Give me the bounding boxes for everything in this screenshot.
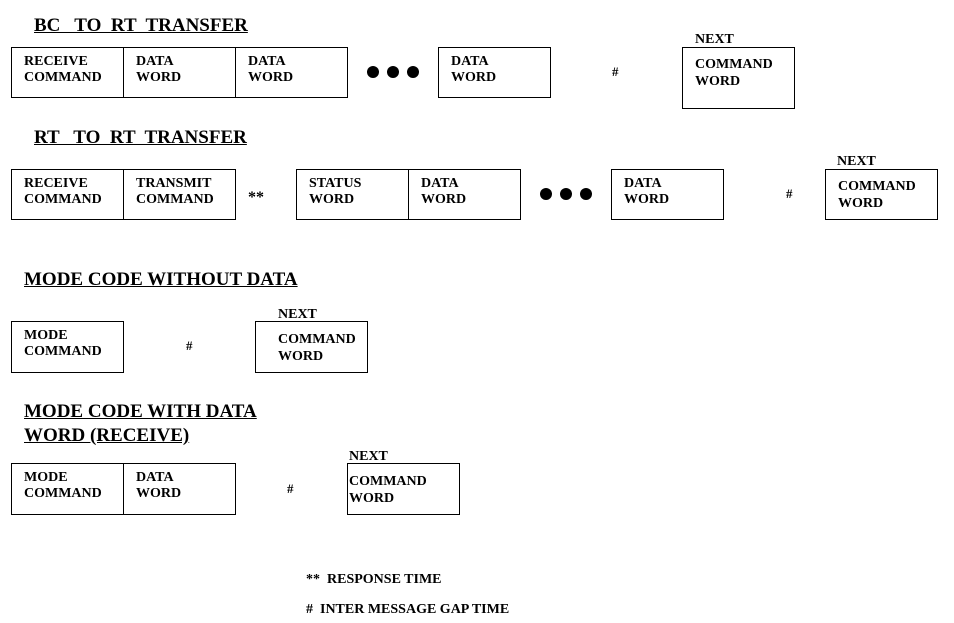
box-label-line1: COMMAND — [695, 57, 773, 72]
mode-with-data-next-command-word-box: COMMAND WORD — [347, 463, 460, 515]
gap-symbol: # — [186, 338, 193, 353]
mode-code-without-data-title: MODE CODE WITHOUT DATA — [24, 269, 298, 290]
box-label-line2: WORD — [278, 349, 324, 364]
next-label: NEXT — [695, 32, 734, 47]
dot — [540, 188, 552, 200]
bc-rt-data-word-box-1: DATA WORD — [123, 47, 236, 98]
box-label-line1: DATA — [451, 54, 489, 69]
dot — [387, 66, 399, 78]
rt-rt-receive-command-box: RECEIVE COMMAND — [11, 169, 124, 220]
box-label-line2: WORD — [695, 74, 741, 89]
box-label-line2: COMMAND — [24, 344, 102, 359]
legend-response-time: ** RESPONSE TIME — [306, 572, 442, 587]
rt-to-rt-title: RT TO RT TRANSFER — [34, 127, 247, 148]
box-label-line2: WORD — [136, 70, 182, 85]
rt-rt-data-word-box-1: DATA WORD — [408, 169, 521, 220]
box-label-line1: COMMAND — [349, 474, 427, 489]
dot — [367, 66, 379, 78]
next-label: NEXT — [837, 154, 876, 169]
box-label-line1: COMMAND — [838, 179, 916, 194]
mode-command-box: MODE COMMAND — [11, 321, 124, 373]
box-label-line1: RECEIVE — [24, 54, 88, 69]
bc-rt-data-word-box-2: DATA WORD — [235, 47, 348, 98]
box-label-line2: WORD — [451, 70, 497, 85]
response-time-symbol: ** — [248, 189, 264, 206]
mode-no-data-next-command-word-box: COMMAND WORD — [255, 321, 368, 373]
box-label-line1: DATA — [136, 470, 174, 485]
box-label-line2: WORD — [838, 196, 884, 211]
box-label-line2: COMMAND — [24, 70, 102, 85]
data-word-box: DATA WORD — [123, 463, 236, 515]
gap-symbol: # — [786, 186, 793, 201]
box-label-line1: DATA — [421, 176, 459, 191]
box-label-line1: MODE — [24, 328, 68, 343]
mode-command-box: MODE COMMAND — [11, 463, 124, 515]
box-label-line2: COMMAND — [24, 192, 102, 207]
dot — [580, 188, 592, 200]
mode-code-with-data-title-line1: MODE CODE WITH DATA — [24, 401, 257, 422]
next-label: NEXT — [349, 449, 388, 464]
rt-rt-status-word-box: STATUS WORD — [296, 169, 409, 220]
rt-rt-transmit-command-box: TRANSMIT COMMAND — [123, 169, 236, 220]
next-label: NEXT — [278, 307, 317, 322]
box-label-line2: WORD — [349, 491, 395, 506]
box-label-line2: COMMAND — [24, 486, 102, 501]
box-label-line1: MODE — [24, 470, 68, 485]
box-label-line2: WORD — [248, 70, 294, 85]
legend-inter-message-gap-time: # INTER MESSAGE GAP TIME — [306, 602, 510, 617]
box-label-line1: COMMAND — [278, 332, 356, 347]
box-label-line1: TRANSMIT — [136, 176, 212, 191]
box-label-line1: DATA — [624, 176, 662, 191]
mode-code-with-data-title-line2: WORD (RECEIVE) — [24, 425, 190, 446]
gap-symbol: # — [612, 64, 619, 79]
box-label-line2: WORD — [309, 192, 355, 207]
gap-symbol: # — [287, 481, 294, 496]
rt-rt-next-command-word-box: COMMAND WORD — [825, 169, 938, 220]
box-label-line2: WORD — [624, 192, 670, 207]
box-label-line1: RECEIVE — [24, 176, 88, 191]
rt-rt-data-word-box-2: DATA WORD — [611, 169, 724, 220]
bc-rt-receive-command-box: RECEIVE COMMAND — [11, 47, 124, 98]
bc-rt-next-command-word-box: COMMAND WORD — [682, 47, 795, 109]
dot — [560, 188, 572, 200]
bc-to-rt-title: BC TO RT TRANSFER — [34, 15, 248, 36]
box-label-line2: COMMAND — [136, 192, 214, 207]
dot — [407, 66, 419, 78]
bc-rt-data-word-box-3: DATA WORD — [438, 47, 551, 98]
box-label-line1: STATUS — [309, 176, 362, 191]
box-label-line1: DATA — [136, 54, 174, 69]
box-label-line1: DATA — [248, 54, 286, 69]
box-label-line2: WORD — [421, 192, 467, 207]
box-label-line2: WORD — [136, 486, 182, 501]
